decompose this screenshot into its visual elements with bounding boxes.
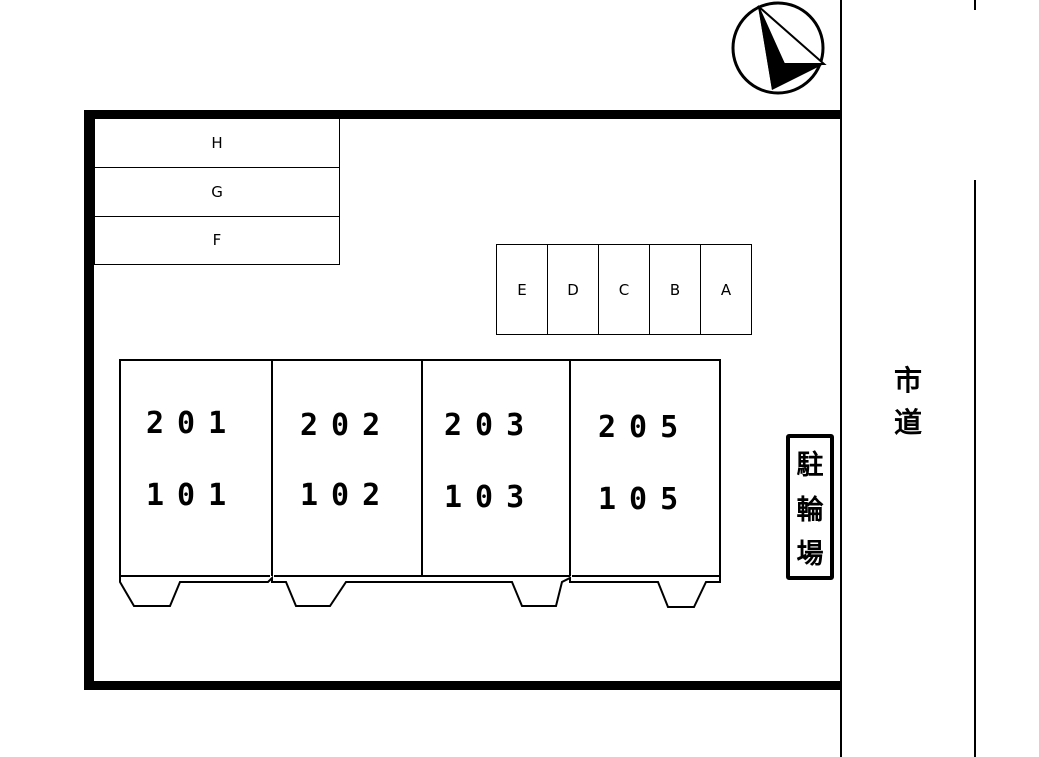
bicycle-parking-char-3: 場 xyxy=(796,538,824,570)
bicycle-parking-char-2: 輪 xyxy=(796,494,824,526)
unit-103: 103 xyxy=(444,480,538,515)
parking-area-left: H G F xyxy=(94,119,340,265)
parking-space-e: E xyxy=(497,245,548,334)
parking-space-f: F xyxy=(212,231,222,249)
road-boundary-line xyxy=(840,0,842,757)
parking-space-a: A xyxy=(720,280,732,299)
parking-space-b: B xyxy=(650,245,701,334)
parking-space-c: C xyxy=(599,245,650,334)
city-road-char-2: 道 xyxy=(893,406,922,439)
parking-area-right: E D C B A xyxy=(496,244,752,335)
parking-space-h: H xyxy=(95,119,339,168)
unit-203: 203 xyxy=(444,408,538,443)
north-arrow-icon xyxy=(731,1,827,95)
unit-101: 101 xyxy=(146,478,240,513)
road-boundary-line-far-top xyxy=(974,0,976,10)
site-boundary xyxy=(84,110,840,690)
road-boundary-line-far xyxy=(974,180,976,757)
unit-105: 105 xyxy=(598,482,692,517)
unit-102: 102 xyxy=(300,478,394,513)
city-road-char-1: 市 xyxy=(893,364,922,397)
unit-201: 201 xyxy=(146,406,240,441)
bicycle-parking: 駐 輪 場 xyxy=(786,434,834,580)
unit-202: 202 xyxy=(300,408,394,443)
parking-space-d: D xyxy=(548,245,599,334)
parking-space-g: G xyxy=(95,167,339,217)
bicycle-parking-char-1: 駐 xyxy=(796,450,824,482)
city-road-label: 市 道 xyxy=(886,360,930,444)
unit-205: 205 xyxy=(598,410,692,445)
